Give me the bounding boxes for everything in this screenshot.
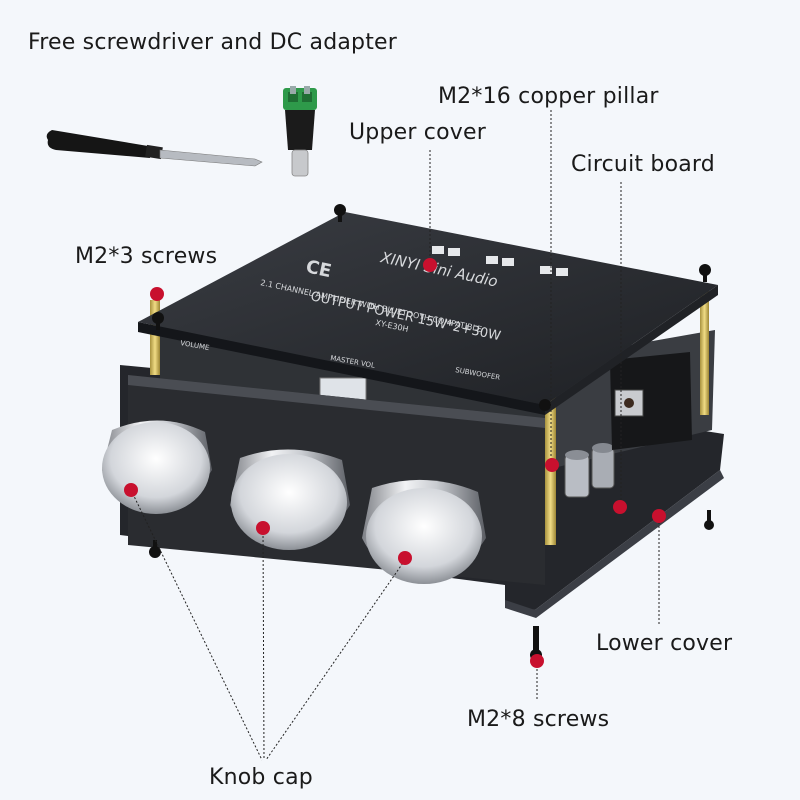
marker-knob-middle — [256, 521, 270, 535]
label-lower-cover: Lower cover — [596, 631, 733, 656]
board-ce-mark: CE — [304, 256, 333, 282]
dc-adapter-icon — [283, 86, 317, 177]
label-copper-pillar: M2*16 copper pillar — [438, 84, 659, 109]
capacitor-icon — [564, 443, 615, 498]
label-free-accessories: Free screwdriver and DC adapter — [28, 30, 398, 55]
label-circuit-board: Circuit board — [571, 152, 715, 177]
marker-knob-left — [124, 483, 138, 497]
screwdriver-icon — [46, 130, 263, 167]
label-knob-cap: Knob cap — [209, 765, 313, 790]
marker-lower-cover — [652, 509, 666, 523]
label-upper-cover: Upper cover — [349, 120, 486, 145]
label-m2x8-screws: M2*8 screws — [467, 707, 610, 732]
callout-lines — [130, 110, 660, 761]
marker-circuit-board — [613, 500, 627, 514]
marker-m2x3-screws — [150, 287, 164, 301]
dc-jack-icon — [610, 352, 692, 450]
knob-icon — [362, 479, 486, 584]
marker-m2x8-screws — [530, 654, 544, 668]
upper-cover — [138, 212, 718, 405]
marker-upper-cover — [423, 258, 437, 272]
label-m2x3-screws: M2*3 screws — [75, 244, 218, 269]
screw-icon — [149, 204, 714, 661]
marker-knob-right — [398, 551, 412, 565]
marker-copper-pillar — [545, 458, 559, 472]
callout-markers — [124, 258, 666, 668]
